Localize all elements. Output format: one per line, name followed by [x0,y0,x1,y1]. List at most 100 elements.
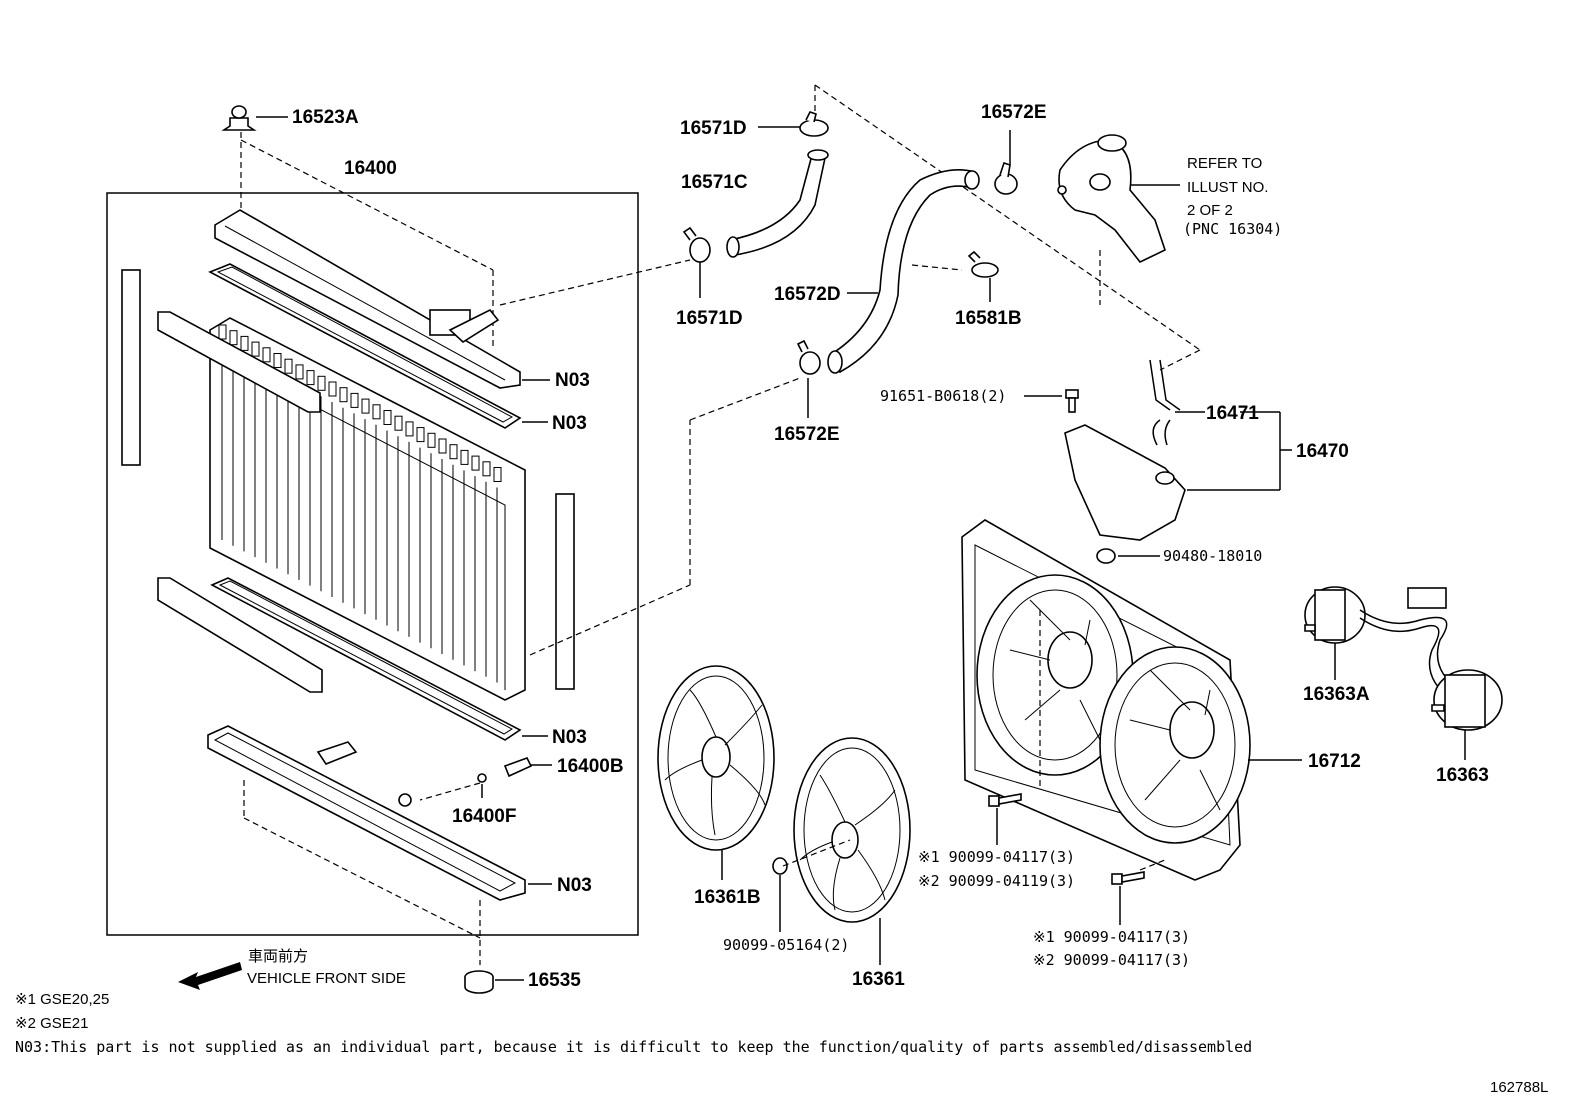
core-fin-tab [218,324,227,340]
core-fin-tab [460,449,469,465]
cushion-90480 [1096,548,1160,564]
hose-clamp-16572E-bottom [796,339,821,418]
core-fin-tab [350,392,359,408]
part-label-16535: 16535 [528,970,581,991]
seal-left-strip [121,269,141,466]
core-fin-tab [493,467,502,482]
part-label-16712: 16712 [1308,751,1361,772]
part-label-16523A: 16523A [292,107,359,128]
upper-gasket [208,263,522,429]
part-label-n03-1: N03 [555,370,590,391]
part-label-16571D-bottom: 16571D [676,308,743,329]
core-fin-tab [383,410,392,425]
part-label-16363: 16363 [1436,765,1489,786]
reservoir-bolt-part [1024,389,1079,413]
reservoir-tank-part [1064,359,1292,541]
core-fin-tab [405,421,414,437]
core-fin-tab [416,427,425,443]
front-direction-arrow-icon [178,962,242,990]
shroud-bolt-left [988,793,1022,845]
part-label-16572E-bottom: 16572E [774,424,840,445]
core-fin-tab [328,381,337,397]
water-outlet-part [1057,134,1180,263]
core-fin-tab [240,335,249,351]
radiator-core-fins [218,324,502,683]
core-fin-tab [295,364,304,380]
part-label-16471: 16471 [1206,403,1259,424]
part-label-n03-2: N03 [552,413,587,434]
footnote-2: ※2 GSE21 [15,1015,88,1032]
seal-top-strip [157,311,321,413]
part-label-16572E-top: 16572E [981,102,1047,123]
hose-clamp-16581B [967,250,999,302]
hose-clamp-top [758,111,829,137]
lower-hose-part [828,169,976,374]
part-label-91651: 91651-B0618(2) [880,387,1006,405]
part-label-16571D-top: 16571D [680,118,747,139]
fan-motor-16363-part [1431,669,1503,760]
shroud-bolt-right [1111,859,1166,925]
part-label-16400B: 16400B [557,756,624,777]
part-label-n03-4: N03 [557,875,592,896]
core-fin-tab [482,461,491,477]
core-fin-tab [339,387,348,403]
radiator-cap-part [221,105,288,131]
core-fin-tab [471,455,480,471]
part-label-16361: 16361 [852,969,905,990]
part-label-90099-05164: 90099-05164(2) [723,936,849,954]
part-label-16581B: 16581B [955,308,1022,329]
part-label-16571C: 16571C [681,172,748,193]
core-fin-tab [306,370,315,386]
part-label-16363A: 16363A [1303,684,1370,705]
fan-16361-part [793,737,911,965]
radiator-upper-tank [214,209,521,389]
direction-label-jp: 車両前方 [248,948,308,965]
refer-text-line3: 2 OF 2 [1187,202,1233,219]
part-label-16572D: 16572D [774,284,841,305]
lower-gasket [210,577,522,741]
part-label-16361B: 16361B [694,887,761,908]
part-label-bolt-right-1: ※1 90099-04117(3) [1033,928,1190,946]
fan-nut-part [772,839,851,932]
upper-hose-part [728,154,826,256]
core-fin-tab [394,415,403,431]
radiator-group-frame [106,192,639,936]
refer-text-line2: ILLUST NO. [1187,179,1268,196]
lower-cushion-part [464,970,524,994]
core-fin-tab [251,341,260,357]
seal-bottom-strip [157,577,323,693]
core-fin-tab [449,444,458,460]
hose-clamp-16572E-top [994,130,1018,195]
fan-motor-16363A-part [1304,586,1461,701]
illustration-id: 162788L [1490,1079,1548,1096]
core-fin-tab [273,353,282,368]
core-fin-tab [372,404,381,420]
fan-16361B-part [657,665,775,880]
core-fin-tab [229,330,238,346]
core-fin-tab [427,432,436,448]
radiator-lower-tank [207,725,526,901]
fan-shroud-part [961,519,1302,881]
refer-text-line1: REFER TO [1187,155,1262,172]
part-label-90480: 90480-18010 [1163,547,1262,565]
drain-cock-part [419,757,552,801]
seal-right-strip [555,493,575,690]
core-fin-tab [284,358,293,374]
part-label-n03-3: N03 [552,727,587,748]
direction-label-en: VEHICLE FRONT SIDE [247,970,406,987]
hose-clamp-lower [682,226,711,298]
part-label-bolt-left-1: ※1 90099-04117(3) [918,848,1075,866]
part-label-bolt-left-2: ※2 90099-04119(3) [918,872,1075,890]
footnote-1: ※1 GSE20,25 [15,991,109,1008]
refer-text-line4: (PNC 16304) [1183,220,1282,238]
part-label-16400: 16400 [344,158,397,179]
core-fin-tab [361,398,370,414]
part-label-bolt-right-2: ※2 90099-04117(3) [1033,951,1190,969]
core-fin-tab [317,375,326,391]
part-label-16400F: 16400F [452,806,516,827]
part-label-16470: 16470 [1296,441,1349,462]
core-fin-tab [438,438,447,454]
core-fin-tab [262,347,271,363]
footnote-n03: N03:This part is not supplied as an indi… [15,1038,1252,1056]
